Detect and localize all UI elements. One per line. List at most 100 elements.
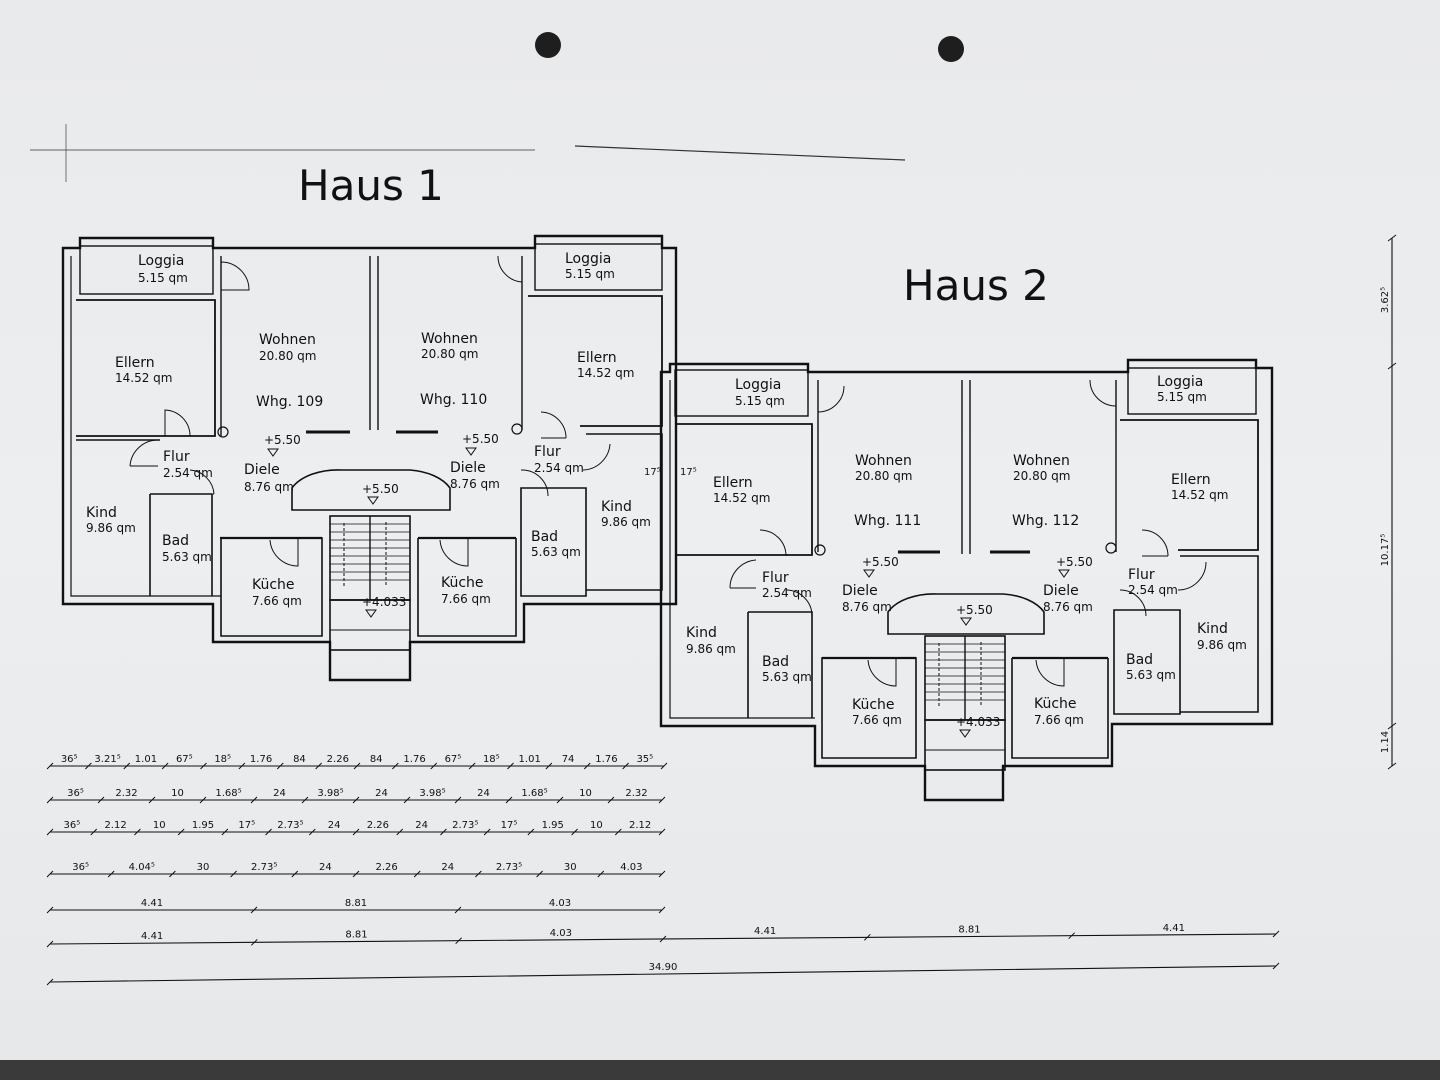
room-name-wohnen: Wohnen xyxy=(1013,453,1070,469)
haus2-plan xyxy=(659,358,1274,802)
wall-mark: 17⁵ xyxy=(644,467,661,478)
dimension-label: 24 xyxy=(319,862,332,873)
dimension-tick xyxy=(46,828,54,836)
dimension-label: 10 xyxy=(171,788,184,799)
room-name-ellern: Ellern xyxy=(115,355,155,371)
dimension-tick xyxy=(392,762,399,770)
dimension-label: 67⁵ xyxy=(176,754,193,765)
stair-level-top: +5.50 xyxy=(362,482,399,496)
dimension-tick xyxy=(134,828,141,836)
dimension-label: 1.01 xyxy=(519,754,541,765)
dimension-label: 24 xyxy=(273,788,286,799)
dimension-chains xyxy=(46,234,1397,986)
room-name-diele: Diele xyxy=(450,460,486,476)
room-area-loggia: 5.15 qm xyxy=(735,394,785,408)
room-name-ellern: Ellern xyxy=(1171,472,1211,488)
room-name-kueche: Küche xyxy=(252,577,295,593)
unit-label: Whg. 109 xyxy=(256,394,323,410)
level-mark: +5.50 xyxy=(1056,555,1093,569)
room-name-wohnen: Wohnen xyxy=(421,331,478,347)
room-area-flur: 2.54 qm xyxy=(163,466,213,480)
room-area-kind: 9.86 qm xyxy=(86,521,136,535)
room-name-loggia: Loggia xyxy=(565,251,611,267)
dimension-tick xyxy=(505,796,513,804)
dimension-label: 18⁵ xyxy=(214,754,231,765)
room-name-diele: Diele xyxy=(244,462,280,478)
dimension-label: 17⁵ xyxy=(501,820,518,831)
dimension-label: 4.41 xyxy=(141,898,163,909)
dimension-label: 1.68⁵ xyxy=(521,788,547,799)
dimension-label: 8.81 xyxy=(345,930,367,941)
room-name-kind: Kind xyxy=(601,499,632,515)
dimension-tick xyxy=(1387,234,1397,242)
dimension-tick xyxy=(454,796,462,804)
dimension-tick xyxy=(238,762,246,770)
dimension-label: 1.76 xyxy=(250,754,272,765)
punch-hole-right xyxy=(938,36,964,62)
dimension-tick xyxy=(46,796,54,804)
dimension-tick xyxy=(1068,932,1076,940)
level-mark: +5.50 xyxy=(264,433,301,447)
room-name-kind: Kind xyxy=(1197,621,1228,637)
room-area-flur: 2.54 qm xyxy=(762,586,812,600)
room-area-wohnen: 20.80 qm xyxy=(259,349,316,363)
dimension-label: 8.81 xyxy=(345,898,367,909)
room-name-kueche: Küche xyxy=(852,697,895,713)
room-name-kueche: Küche xyxy=(1034,696,1077,712)
dimension-label: 4.41 xyxy=(754,926,776,937)
stair-level-bottom: +4.033 xyxy=(956,715,1000,729)
dimension-tick xyxy=(169,870,176,878)
dimension-label: 2.73⁵ xyxy=(251,862,277,873)
dimension-label: 2.26 xyxy=(327,754,349,765)
dimension-tick xyxy=(658,796,666,804)
dimension-tick xyxy=(123,762,131,770)
room-name-loggia: Loggia xyxy=(1157,374,1203,390)
dimension-tick xyxy=(1387,362,1397,370)
room-area-ellern: 14.52 qm xyxy=(713,491,770,505)
dimension-label: 3.21⁵ xyxy=(94,754,120,765)
room-area-loggia: 5.15 qm xyxy=(565,267,615,281)
dimension-label: 2.12 xyxy=(104,820,126,831)
room-area-bad: 5.63 qm xyxy=(1126,668,1176,682)
dimension-tick xyxy=(440,828,447,836)
room-area-bad: 5.63 qm xyxy=(531,545,581,559)
dimension-label: 36⁵ xyxy=(72,862,89,873)
dimension-tick xyxy=(583,762,591,770)
room-area-kind: 9.86 qm xyxy=(1197,638,1247,652)
room-area-diele: 8.76 qm xyxy=(842,600,892,614)
room-name-ellern: Ellern xyxy=(577,350,617,366)
dimension-tick xyxy=(468,762,476,770)
dimension-label: 1.95 xyxy=(192,820,214,831)
punch-hole-left xyxy=(535,32,561,58)
dimension-label: 10 xyxy=(590,820,603,831)
dimension-tick xyxy=(46,978,54,986)
room-name-loggia: Loggia xyxy=(138,253,184,269)
dimension-label: 2.12 xyxy=(629,820,651,831)
dimension-tick xyxy=(200,762,207,770)
dimension-tick xyxy=(352,796,360,804)
dimension-tick xyxy=(352,828,360,836)
dimension-tick xyxy=(863,933,871,941)
dimension-tick xyxy=(250,938,258,946)
dimension-label: 10 xyxy=(579,788,592,799)
dimension-tick xyxy=(265,828,272,836)
room-name-kind: Kind xyxy=(686,625,717,641)
unit-label: Whg. 110 xyxy=(420,392,487,408)
dimension-tick xyxy=(658,870,666,878)
dimension-tick xyxy=(527,828,535,836)
room-name-kind: Kind xyxy=(86,505,117,521)
dimension-tick xyxy=(536,870,543,878)
room-area-diele: 8.76 qm xyxy=(1043,600,1093,614)
dimension-label: 4.41 xyxy=(1163,923,1185,934)
dimension-tick xyxy=(161,762,169,770)
room-name-wohnen: Wohnen xyxy=(855,453,912,469)
haus1-room-labels: Loggia 5.15 qm Ellern 14.52 qm Wohnen 20… xyxy=(86,251,697,618)
dimension-tick xyxy=(148,796,156,804)
dimension-tick xyxy=(250,796,258,804)
dimension-tick xyxy=(607,796,615,804)
vertical-dimension-label: 1.14 xyxy=(1380,731,1391,753)
dimension-tick xyxy=(545,762,553,770)
room-area-bad: 5.63 qm xyxy=(162,550,212,564)
dimension-tick xyxy=(622,762,629,770)
